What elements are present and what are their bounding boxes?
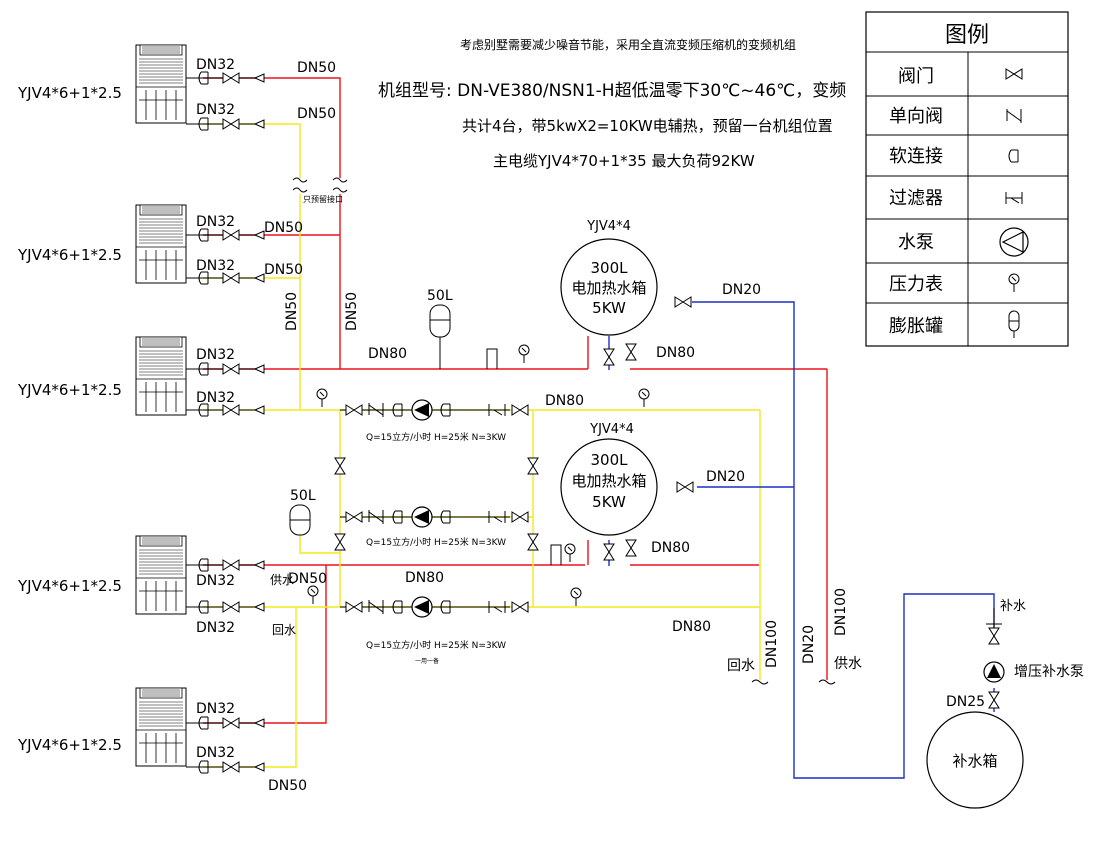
tank2-name: 电加热水箱 bbox=[571, 472, 646, 490]
dn50-label-5: DN50 bbox=[268, 778, 307, 794]
dn80-label-main: DN80 bbox=[368, 346, 407, 362]
pump-row-1 bbox=[340, 399, 529, 421]
legend-table: 图例 阀门 单向阀 软连接 过滤器 水泵 压力表 膨胀罐 bbox=[865, 11, 1069, 347]
dn50-label-vertical-1: DN50 bbox=[284, 292, 300, 331]
tank1-name: 电加热水箱 bbox=[571, 279, 646, 297]
hot-water-tank-2: 300L 电加热水箱 5KW YJV4*4 bbox=[560, 422, 658, 536]
note-line-3: 共计4台，带5kwX2=10KW电辅热，预留一台机组位置 bbox=[462, 117, 833, 135]
legend-label-flex: 软连接 bbox=[889, 146, 943, 167]
legend-label-check-valve: 单向阀 bbox=[889, 106, 943, 127]
unit2-cable: YJV4*6+1*2.5 bbox=[17, 246, 122, 264]
pump-spec-1: Q=15立方/小时 H=25米 N=3KW bbox=[366, 431, 506, 443]
heat-pump-unit-3 bbox=[135, 336, 187, 416]
dn80-label-tank2: DN80 bbox=[651, 540, 690, 556]
note-line-1: 考虑别墅需要减少噪音节能，采用全直流变频压缩机的变频机组 bbox=[460, 37, 796, 52]
dn50-label-6: DN50 bbox=[288, 571, 327, 587]
outlet-break-marks bbox=[751, 679, 836, 685]
unit4-return-size: DN32 bbox=[196, 620, 235, 636]
dn50-label-2: DN50 bbox=[297, 106, 336, 122]
unit2-return-size: DN32 bbox=[196, 258, 235, 274]
legend-label-gauge: 压力表 bbox=[889, 274, 943, 295]
unit2-supply-size: DN32 bbox=[196, 214, 235, 230]
heat-pump-unit-4 bbox=[135, 535, 187, 615]
tank1-cable: YJV4*4 bbox=[586, 219, 631, 234]
pump-icon bbox=[999, 227, 1029, 257]
legend-title: 图例 bbox=[945, 23, 989, 48]
dn20-label-1: DN20 bbox=[722, 282, 761, 298]
legend-label-tank: 膨胀罐 bbox=[889, 316, 943, 337]
unit5-return-size: DN32 bbox=[196, 745, 235, 761]
expansion-tank-icon bbox=[1008, 310, 1020, 338]
unit3-cable: YJV4*6+1*2.5 bbox=[17, 381, 122, 399]
tank1-power: 5KW bbox=[592, 299, 626, 317]
tank2-power: 5KW bbox=[592, 493, 626, 511]
makeup-water-tank: 补水箱 bbox=[926, 711, 1024, 809]
return-label-left: 回水 bbox=[272, 623, 296, 637]
reserved-interface-marks bbox=[292, 177, 348, 193]
expansion-tank-1: 50L bbox=[427, 288, 453, 369]
reserved-interface-note: 只预留接口 bbox=[303, 194, 343, 204]
heat-pump-unit-5 bbox=[135, 687, 187, 767]
dn100-label-return: DN100 bbox=[764, 620, 780, 668]
expansion-tank-1-volume: 50L bbox=[427, 288, 453, 304]
heat-pump-unit-1 bbox=[135, 44, 187, 124]
dn80-label-return-2: DN80 bbox=[672, 619, 711, 635]
legend-label-pump: 水泵 bbox=[898, 232, 934, 253]
unit3-return-size: DN32 bbox=[196, 390, 235, 406]
heat-pump-unit-2 bbox=[135, 204, 187, 284]
note-line-2: 机组型号: DN-VE380/NSN1-H超低温零下30℃~46℃，变频 bbox=[378, 81, 846, 101]
dn50-label-4: DN50 bbox=[264, 262, 303, 278]
fittings-misc bbox=[307, 296, 694, 607]
hot-water-tank-1: 300L 电加热水箱 5KW YJV4*4 bbox=[560, 219, 658, 336]
dn80-label-tank1: DN80 bbox=[656, 345, 695, 361]
dn25-label: DN25 bbox=[946, 694, 985, 710]
note-line-4: 主电缆YJV4*70+1*35 最大负荷92KW bbox=[493, 152, 755, 170]
unit-fittings bbox=[186, 71, 265, 774]
unit5-supply-size: DN32 bbox=[196, 701, 235, 717]
expansion-tank-2-volume: 50L bbox=[290, 488, 316, 504]
supply-label-left: 供水 bbox=[270, 573, 294, 587]
expansion-tank-2: 50L bbox=[289, 488, 316, 536]
dn50-label-1: DN50 bbox=[297, 60, 336, 76]
unit1-return-size: DN32 bbox=[196, 102, 235, 118]
legend-label-valve: 阀门 bbox=[898, 66, 934, 87]
boost-pump-label: 增压补水泵 bbox=[1014, 664, 1084, 680]
pump-note: 一用一备 bbox=[415, 657, 439, 665]
pump-spec-2: Q=15立方/小时 H=25米 N=3KW bbox=[366, 536, 506, 548]
dn50-label-3: DN50 bbox=[264, 220, 303, 236]
dn80-label-supply-2: DN80 bbox=[405, 570, 444, 586]
tank2-cable: YJV4*4 bbox=[589, 422, 634, 437]
legend-label-strainer: 过滤器 bbox=[889, 188, 943, 209]
return-label-right: 回水 bbox=[727, 658, 755, 674]
unit4-supply-size: DN32 bbox=[196, 573, 235, 589]
dn20-label-vertical: DN20 bbox=[801, 625, 817, 664]
unit1-supply-size: DN32 bbox=[196, 57, 235, 73]
makeup-pump-assembly bbox=[983, 608, 1005, 709]
makeup-tank-label: 补水箱 bbox=[952, 752, 997, 770]
pump-row-2 bbox=[340, 506, 529, 528]
pump-row-3 bbox=[340, 596, 529, 618]
unit3-supply-size: DN32 bbox=[196, 347, 235, 363]
unit5-cable: YJV4*6+1*2.5 bbox=[17, 736, 122, 754]
dn80-label-return: DN80 bbox=[545, 393, 584, 409]
dn20-label-2: DN20 bbox=[706, 469, 745, 485]
pump-spec-3: Q=15立方/小时 H=25米 N=3KW bbox=[366, 639, 506, 651]
makeup-label: 补水 bbox=[1000, 599, 1026, 614]
dn50-label-vertical-2: DN50 bbox=[344, 292, 360, 331]
unit1-cable: YJV4*6+1*2.5 bbox=[17, 84, 122, 102]
unit4-cable: YJV4*6+1*2.5 bbox=[17, 577, 122, 595]
dn100-label-supply: DN100 bbox=[833, 588, 849, 636]
tank1-volume: 300L bbox=[591, 259, 629, 277]
tank2-volume: 300L bbox=[591, 451, 629, 469]
supply-label-right: 供水 bbox=[834, 656, 862, 672]
